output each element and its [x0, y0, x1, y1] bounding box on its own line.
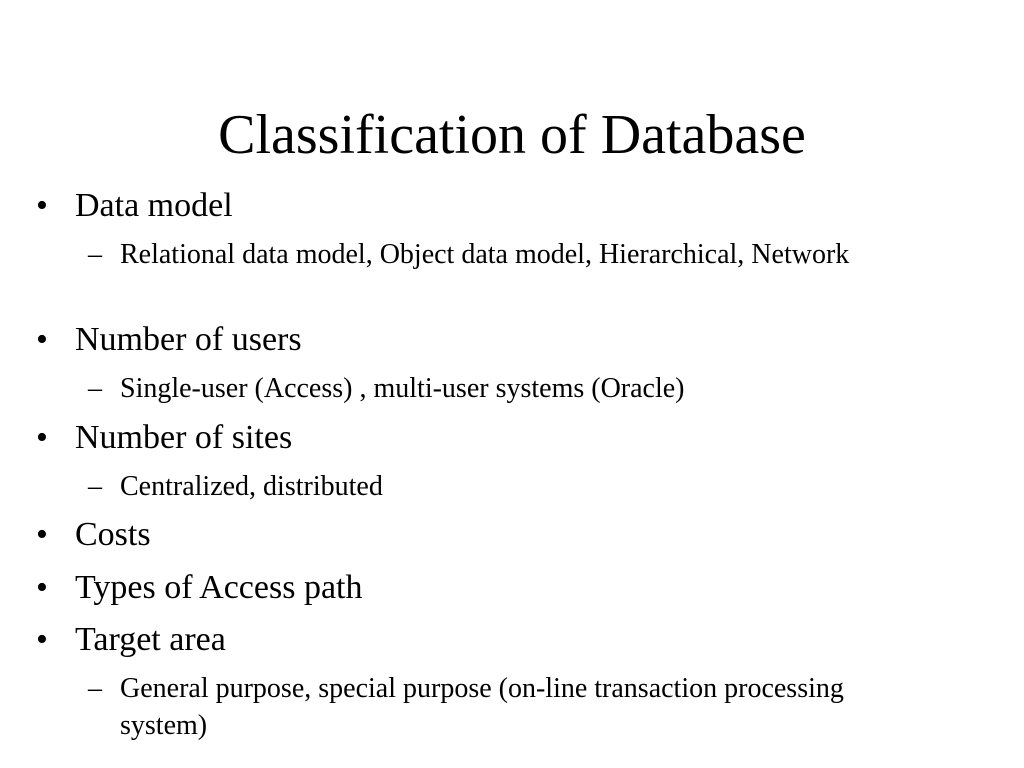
sub-item-number-of-users: – Single-user (Access) , multi-user syst…: [88, 370, 888, 407]
bullet-label: Costs: [75, 516, 151, 553]
bullet-mark: •: [36, 419, 48, 456]
bullet-label: Data model: [75, 187, 233, 224]
sub-mark: –: [88, 673, 102, 704]
bullet-mark: •: [36, 569, 48, 606]
bullet-mark: •: [36, 516, 48, 553]
sub-item-data-model: – Relational data model, Object data mod…: [88, 236, 888, 273]
bullet-mark: •: [36, 321, 48, 358]
bullet-mark: •: [36, 621, 48, 658]
sub-item-text: Relational data model, Object data model…: [120, 239, 850, 270]
bullet-label: Types of Access path: [75, 569, 363, 606]
sub-mark: –: [88, 373, 102, 404]
sub-mark: –: [88, 239, 102, 270]
bullet-label: Target area: [75, 621, 226, 658]
sub-item-number-of-sites: – Centralized, distributed: [88, 468, 888, 505]
bullet-label: Number of users: [75, 321, 302, 358]
sub-item-target-area: – General purpose, special purpose (on-l…: [88, 670, 888, 744]
sub-mark: –: [88, 471, 102, 502]
sub-item-text: General purpose, special purpose (on-lin…: [120, 673, 844, 741]
sub-item-text: Single-user (Access) , multi-user system…: [120, 373, 685, 404]
sub-item-text: Centralized, distributed: [120, 471, 383, 502]
bullet-mark: •: [36, 187, 48, 224]
bullet-label: Number of sites: [75, 419, 293, 456]
slide-title: Classification of Database: [218, 104, 806, 166]
